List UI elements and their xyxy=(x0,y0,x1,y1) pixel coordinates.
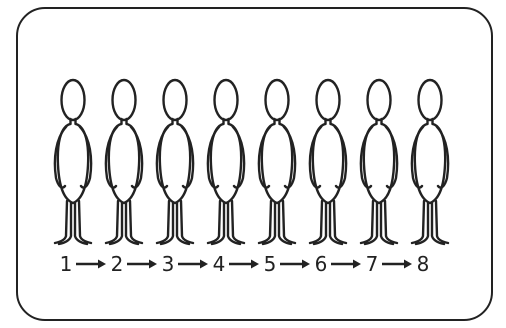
figure-leg-right xyxy=(73,199,93,246)
figure-torso xyxy=(158,122,192,205)
figure-arm-left xyxy=(359,125,374,189)
sequence-number: 4 xyxy=(213,252,226,276)
figure-leg-right xyxy=(175,199,195,246)
figure-torso xyxy=(362,122,396,205)
figure-head xyxy=(162,78,188,122)
stick-figure xyxy=(53,78,93,246)
stick-figure xyxy=(359,78,399,246)
figure-leg-left xyxy=(257,199,277,246)
figure-torso xyxy=(311,122,345,205)
figure-arm-left xyxy=(53,125,68,189)
figure-torso xyxy=(107,122,141,205)
stick-figure-row xyxy=(53,78,450,246)
figure-torso xyxy=(209,122,243,205)
stick-figure xyxy=(104,78,144,246)
figure-arm-right xyxy=(180,125,195,189)
figure-leg-left xyxy=(308,199,328,246)
figure-arm-left xyxy=(206,125,221,189)
figure-leg-left xyxy=(104,199,124,246)
right-arrow-icon xyxy=(178,259,208,269)
figure-arm-left xyxy=(308,125,323,189)
figure-head xyxy=(111,78,137,122)
right-arrow-icon xyxy=(229,259,259,269)
figure-head xyxy=(264,78,290,122)
stick-figure xyxy=(155,78,195,246)
sequence-arrows xyxy=(76,259,412,269)
right-arrow-icon xyxy=(331,259,361,269)
figure-leg-right xyxy=(124,199,144,246)
figure-arm-right xyxy=(231,125,246,189)
figure-arm-right xyxy=(435,125,450,189)
stick-figure xyxy=(308,78,348,246)
figure-head xyxy=(60,78,86,122)
figure-leg-left xyxy=(359,199,379,246)
sequence-number: 3 xyxy=(162,252,175,276)
figure-torso xyxy=(56,122,90,205)
stick-figure xyxy=(410,78,450,246)
figure-arm-right xyxy=(384,125,399,189)
sequence-number: 7 xyxy=(366,252,379,276)
figure-leg-left xyxy=(206,199,226,246)
right-arrow-icon xyxy=(280,259,310,269)
sequence-number: 2 xyxy=(111,252,124,276)
sequence-number: 1 xyxy=(60,252,73,276)
figure-leg-right xyxy=(277,199,297,246)
stick-figure xyxy=(206,78,246,246)
figure-leg-left xyxy=(410,199,430,246)
figure-head xyxy=(315,78,341,122)
diagram-frame xyxy=(16,7,493,321)
sequence-number: 5 xyxy=(264,252,277,276)
figure-arm-right xyxy=(129,125,144,189)
figure-head xyxy=(213,78,239,122)
stick-figure xyxy=(257,78,297,246)
figure-arm-right xyxy=(78,125,93,189)
right-arrow-icon xyxy=(382,259,412,269)
figure-leg-right xyxy=(226,199,246,246)
figure-leg-right xyxy=(379,199,399,246)
figure-leg-right xyxy=(328,199,348,246)
sequence-labels: 1 2 3 4 5 6 7 8 xyxy=(60,252,430,276)
figure-torso xyxy=(260,122,294,205)
figure-leg-right xyxy=(430,199,450,246)
figure-arm-left xyxy=(104,125,119,189)
figure-torso xyxy=(413,122,447,205)
figure-arm-right xyxy=(333,125,348,189)
figure-head xyxy=(417,78,443,122)
sequence-number: 6 xyxy=(315,252,328,276)
figure-arm-right xyxy=(282,125,297,189)
figure-leg-left xyxy=(155,199,175,246)
right-arrow-icon xyxy=(127,259,157,269)
figure-arm-left xyxy=(155,125,170,189)
figure-head xyxy=(366,78,392,122)
figure-arm-left xyxy=(410,125,425,189)
right-arrow-icon xyxy=(76,259,106,269)
sequence-number: 8 xyxy=(417,252,430,276)
figure-arm-left xyxy=(257,125,272,189)
figure-leg-left xyxy=(53,199,73,246)
